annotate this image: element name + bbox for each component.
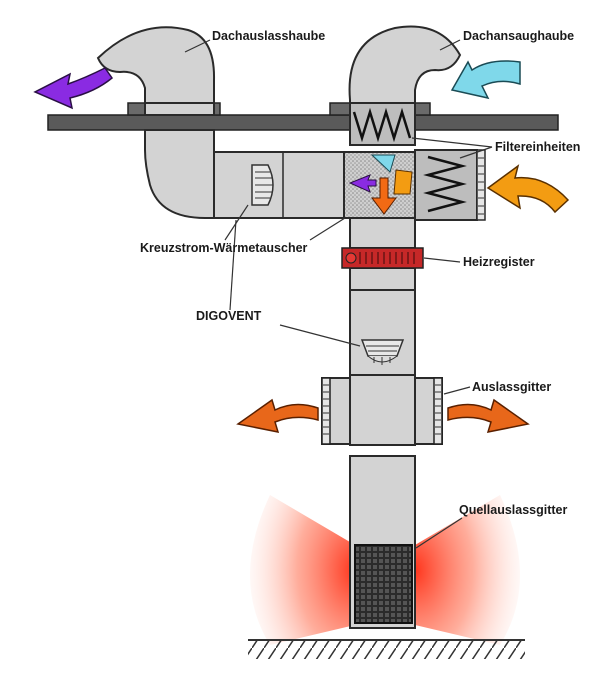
outlet-arrow-right-icon	[447, 398, 530, 433]
leader-lines	[184, 39, 493, 549]
label-outlet-grille: Auslassgitter	[472, 380, 551, 394]
source-outlet-grille	[354, 544, 413, 624]
intake-arrow-icon	[450, 60, 521, 100]
exhaust-elbow-duct	[144, 129, 215, 219]
label-digovent: DIGOVENT	[196, 309, 262, 323]
outlet-grille-box	[321, 374, 443, 446]
digovent-fan-icon	[360, 339, 405, 365]
roof-intake-hood	[348, 25, 462, 104]
label-roof-exhaust-hood: Dachauslasshaube	[212, 29, 325, 43]
heat-glow	[250, 495, 520, 645]
exhaust-arrow-icon	[33, 67, 114, 110]
label-cross-flow-heat-exchanger: Kreuzstrom-Wärmetauscher	[140, 241, 308, 255]
lower-duct	[349, 455, 416, 629]
label-filter-units: Filtereinheiten	[495, 140, 580, 154]
heating-register	[341, 247, 424, 269]
label-roof-intake-hood: Dachansaughaube	[463, 29, 574, 43]
roof-slab	[47, 114, 559, 131]
label-heating-register: Heizregister	[463, 255, 535, 269]
exhaust-fan-icon	[251, 164, 274, 206]
top-filter-unit	[349, 102, 416, 146]
floor	[248, 639, 525, 659]
heat-exchanger-arrows	[348, 154, 413, 215]
label-source-outlet-grille: Quellauslassgitter	[459, 503, 568, 517]
side-filter-unit	[414, 149, 486, 221]
horizontal-duct	[213, 151, 345, 219]
roof-exhaust-hood	[96, 26, 216, 116]
warm-intake-arrow-icon	[486, 164, 570, 214]
outlet-arrow-left-icon	[236, 398, 319, 433]
